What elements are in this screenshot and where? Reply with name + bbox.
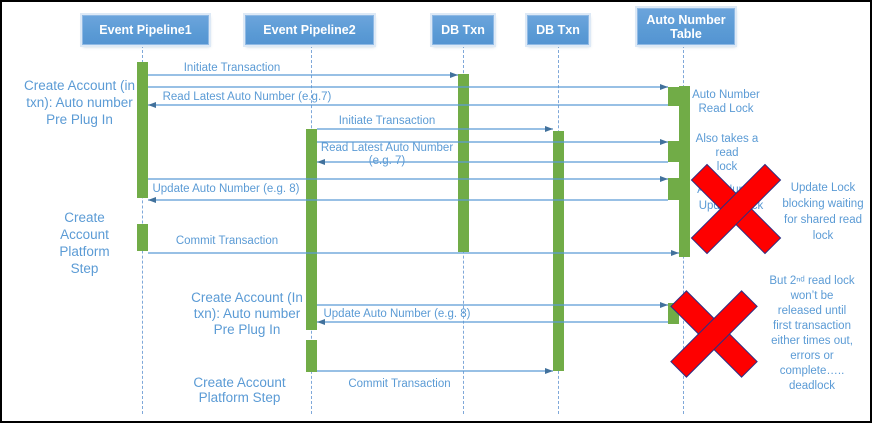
header-event-pipeline2: Event Pipeline2 <box>245 15 374 45</box>
header-auto-number-table: Auto Number Table <box>637 8 735 45</box>
activation-bar-db-txn-2 <box>553 131 564 371</box>
activation-bar-ep2-txn <box>306 129 317 330</box>
note-auto-number-read-lock: Auto Number Read Lock <box>692 89 760 115</box>
message-commit-transaction-1: Commit Transaction <box>175 235 279 247</box>
activation-bar-update-lock-1 <box>668 178 679 200</box>
activation-bar-ep1-platform-step <box>137 224 148 251</box>
activation-bar-ep1-txn <box>137 62 148 198</box>
message-read-latest-auto-number-2: Read Latest Auto Number (e.g. 7) <box>320 142 454 167</box>
message-read-latest-auto-number-1: Read Latest Auto Number (e.g.7) <box>162 91 332 103</box>
header-auto-number-table-label: Auto Number Table <box>646 12 726 41</box>
note-update-lock-blocking: Update Lock blocking waiting for shared … <box>782 182 864 242</box>
message-update-auto-number-2: Update Auto Number (e.g. 8) <box>323 308 471 320</box>
header-db-txn-1-label: DB Txn <box>441 23 485 37</box>
message-commit-transaction-2: Commit Transaction <box>348 378 451 390</box>
header-db-txn-2: DB Txn <box>527 15 589 45</box>
message-update-auto-number-1: Update Auto Number (e.g. 8) <box>152 183 300 195</box>
step-label-create-account-txn-1: Create Account (in txn): Auto number Pre… <box>23 78 136 127</box>
note-also-takes-read-lock: Also takes a read lock <box>695 133 759 173</box>
activation-bar-ep2-platform-step <box>306 340 317 372</box>
activation-bar-read-lock-1 <box>668 87 679 106</box>
step-label-platform-step-1: Create Account Platform Step <box>59 210 110 276</box>
header-event-pipeline2-label: Event Pipeline2 <box>263 23 356 37</box>
note-deadlock-explanation: But 2ⁿᵈ read lock won’t be released unti… <box>769 275 855 392</box>
header-db-txn-2-label: DB Txn <box>536 23 580 37</box>
step-label-create-account-txn-2: Create Account (In txn): Auto number Pre… <box>191 290 303 337</box>
activation-bar-read-lock-2 <box>668 141 679 162</box>
message-initiate-transaction-2: Initiate Transaction <box>338 115 436 127</box>
header-event-pipeline1-label: Event Pipeline1 <box>99 23 192 37</box>
header-db-txn-1: DB Txn <box>432 15 494 45</box>
activation-bar-update-lock-2 <box>668 303 679 324</box>
message-initiate-transaction-1: Initiate Transaction <box>183 62 281 74</box>
step-label-platform-step-2: Create Account Platform Step <box>193 375 286 405</box>
activation-bar-db-txn-1 <box>458 74 469 252</box>
note-auto-number-update-lock: Auto Number Update Lock <box>697 184 765 212</box>
activation-bar-auto-number-table <box>679 86 690 257</box>
header-event-pipeline1: Event Pipeline1 <box>82 15 209 45</box>
